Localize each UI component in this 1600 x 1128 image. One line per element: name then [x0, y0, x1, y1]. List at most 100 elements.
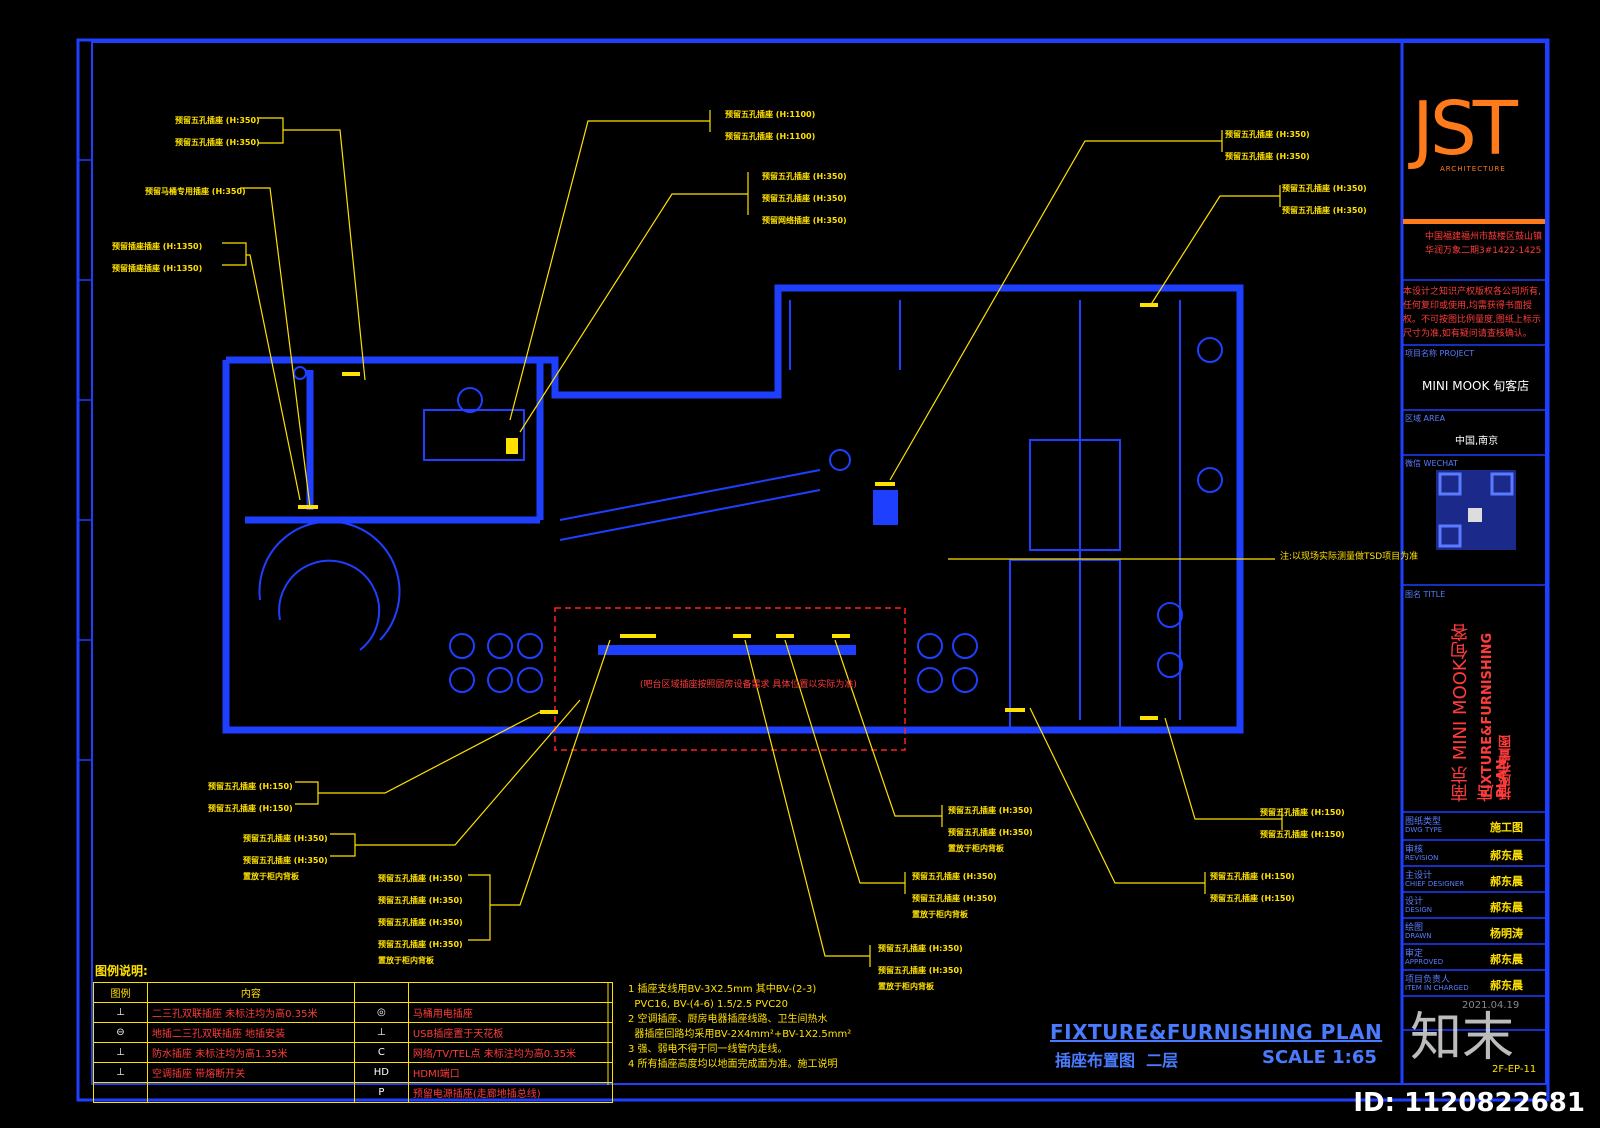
callout-label: 预留五孔插座 (H:350)预留五孔插座 (H:350)置放于柜内背板: [243, 828, 328, 882]
legend-table: 图例 内容 ⊥二三孔双联插座 未标注均为高0.35米◎马桶用电插座⊖地插二三孔双…: [93, 982, 614, 1103]
sheet-number: 2F-EP-11: [1492, 1064, 1537, 1075]
title-label: 图名 TITLE: [1405, 590, 1446, 599]
callout-line: 预留五孔插座 (H:350): [912, 894, 997, 903]
title-block-row-label: 图纸类型: [1405, 817, 1442, 827]
callout-line: 预留五孔插座 (H:350): [378, 918, 463, 927]
note-line: 2 空调插座、厨房电器插座线路、卫生间热水: [628, 1014, 828, 1025]
watermark-brand: 知末: [1410, 1008, 1515, 1068]
callout-line: 预留五孔插座 (H:150): [1260, 830, 1345, 839]
legend-text: USB插座置于天花板: [407, 1022, 614, 1043]
plan-title-cn: 插座布置图 二层: [1055, 1047, 1178, 1071]
callout-label: 预留五孔插座 (H:350)预留五孔插座 (H:350): [1282, 178, 1367, 222]
note-line: PVC16, BV-(4-6) 1.5/2.5 PVC20: [628, 999, 788, 1010]
copyright-notice: 本设计之知识产权版权各公司所有,任何复印或使用,均需获得书面授权。不可按图比例量…: [1403, 287, 1541, 339]
callout-line: 预留五孔插座 (H:150): [1210, 894, 1295, 903]
callout-line: 预留五孔插座 (H:350): [912, 872, 997, 881]
callout-label: 预留五孔插座 (H:150)预留五孔插座 (H:150): [1260, 802, 1345, 846]
cabinet: [873, 490, 898, 525]
plan-floor: 二层: [1146, 1051, 1179, 1070]
callout-line: 预留网络插座 (H:350): [762, 216, 847, 225]
title-block-row-value: 郝东晨: [1490, 875, 1523, 888]
sheet-border: [76, 38, 1550, 1102]
title-block-row-value: 郝东晨: [1490, 901, 1523, 914]
title-block-row-label: 审核: [1405, 845, 1424, 855]
callout-line: 预留五孔插座 (H:350): [1282, 206, 1367, 215]
jst-logo: JST: [1412, 86, 1518, 172]
sheet-date: 2021.04.19: [1462, 1000, 1520, 1011]
company-line-1: 中国福建福州市鼓楼区鼓山镇: [1425, 232, 1543, 242]
legend-symbol: HD: [353, 1062, 409, 1083]
legend-text: 空调插座 带熔断开关: [147, 1062, 355, 1083]
title-block-row-label: 项目负责人: [1405, 975, 1451, 985]
callout-line: 预留五孔插座 (H:150): [1210, 872, 1295, 881]
callout-line: 预留五孔插座 (H:350): [1225, 130, 1310, 139]
callout-label: 预留五孔插座 (H:350) 预留五孔插座 (H:350): [1225, 124, 1310, 168]
legend-text: 二三孔双联插座 未标注均为高0.35米: [147, 1002, 355, 1023]
furniture: [449, 337, 1223, 693]
bar-counter: [598, 645, 856, 655]
project-label: 项目名称 PROJECT: [1405, 349, 1475, 358]
callout-line: 预留五孔插座 (H:350): [762, 172, 847, 181]
title-block-row-label-en: ITEM IN CHARGED: [1405, 984, 1469, 992]
side-note: 注:以现场实际测量做TSD项目为准: [1280, 552, 1419, 562]
callout-line: 预留五孔插座 (H:350): [243, 834, 328, 843]
callout-line: 置放于柜内背板: [378, 956, 434, 965]
callout-line: 置放于柜内背板: [912, 910, 968, 919]
callout-label: 预留五孔插座 (H:150) 预留五孔插座 (H:150): [1210, 866, 1295, 910]
callout-label: 预留五孔插座 (H:350)预留五孔插座 (H:350)置放于柜内背板: [948, 800, 1033, 854]
callout-label: 预留五孔插座 (H:1100) 预留五孔插座 (H:1100): [725, 104, 815, 148]
legend-symbol: C: [353, 1042, 409, 1063]
wechat-label: 微信 WECHAT: [1405, 459, 1458, 468]
note-line: 器插座回路均采用BV-2X4mm²+BV-1X2.5mm²: [628, 1029, 852, 1040]
callout-line: 预留五孔插座 (H:350): [1225, 152, 1310, 161]
callout-line: 预留马桶专用插座 (H:350): [145, 187, 246, 196]
callout-line: 置放于柜内背板: [948, 844, 1004, 853]
callout-label: 预留插座插座 (H:1350)预留插座插座 (H:1350): [112, 236, 202, 280]
callout-label: 预留五孔插座 (H:350)预留五孔插座 (H:350)置放于柜内背板: [878, 938, 963, 992]
title-block-row-value: 郝东晨: [1490, 979, 1523, 992]
callout-line: 预留五孔插座 (H:1100): [725, 132, 816, 141]
title-block-row-label: 主设计: [1405, 871, 1433, 881]
callout-label: 预留五孔插座 (H:350) 预留五孔插座 (H:350) 预留五孔插座 (H:35…: [378, 868, 463, 966]
legend-symbol: ⊥: [93, 1002, 148, 1023]
construction-notes: 1 插座支线用BV-3X2.5mm 其中BV-(2-3) PVC16, BV-(…: [628, 982, 852, 1072]
callout-line: 预留五孔插座 (H:150): [208, 782, 293, 791]
walls: [222, 284, 1244, 734]
title-block-row-label-en: DESIGN: [1405, 906, 1432, 914]
plan-title-en: FIXTURE&FURNISHING PLAN: [1050, 1020, 1383, 1044]
legend-symbol: ⊥: [353, 1022, 409, 1043]
callout-line: 预留五孔插座 (H:350): [378, 874, 463, 883]
title-block-row-label-en: DWG TYPE: [1405, 826, 1443, 834]
legend-header-row: 图例 内容: [93, 982, 614, 1003]
logo-bar: [1403, 219, 1545, 224]
legend-text: HDMI端口: [407, 1062, 614, 1083]
callout-line: 置放于柜内背板: [878, 982, 934, 991]
legend-header-symbol-2: [353, 982, 409, 1003]
legend-text: [147, 1082, 355, 1103]
inner-border: [91, 41, 1547, 1085]
legend-text: 地插二三孔双联插座 地插安装: [147, 1022, 355, 1043]
title-cn2-vertical: 插座布置图: [1499, 735, 1514, 800]
logo-subtitle: ARCHITECTURE: [1440, 165, 1506, 173]
legend-symbol: [93, 1082, 148, 1103]
legend-symbol: ◎: [353, 1002, 409, 1023]
outlet-symbols: [298, 303, 1158, 720]
callout-line: 置放于柜内背板: [243, 872, 299, 881]
callout-line: 预留五孔插座 (H:1100): [725, 110, 816, 119]
title-block-row-label-en: DRAWN: [1405, 932, 1432, 940]
legend-row: ⊖地插二三孔双联插座 地插安装⊥USB插座置于天花板: [93, 1022, 614, 1043]
legend-text: 防水插座 未标注均为高1.35米: [147, 1042, 355, 1063]
title-block-row-label-en: CHIEF DESIGNER: [1405, 880, 1465, 888]
callout-line: 预留五孔插座 (H:350): [378, 940, 463, 949]
callout-line: 预留五孔插座 (H:350): [762, 194, 847, 203]
title-block-row-label-en: APPROVED: [1405, 958, 1444, 966]
legend-symbol: ⊥: [93, 1062, 148, 1083]
note-line: 4 所有插座高度均以地面完成面为准。施工说明: [628, 1059, 838, 1070]
company-line-2: 华润万象二期3#1422-1425: [1425, 246, 1542, 256]
watermark-id: ID: 1120822681: [1353, 1088, 1585, 1118]
